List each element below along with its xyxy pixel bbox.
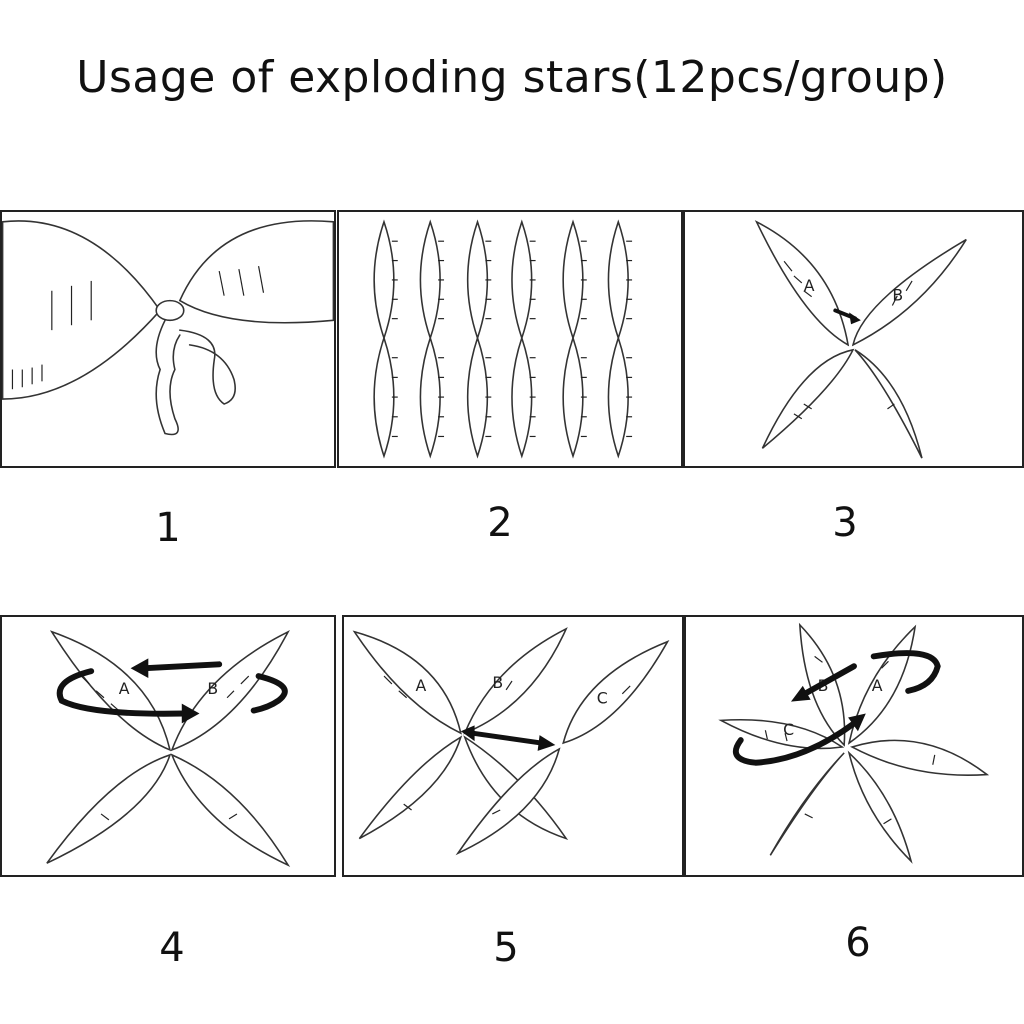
label-a: A bbox=[119, 679, 130, 698]
step-number-3: 3 bbox=[832, 500, 858, 546]
balloons-row-illustration bbox=[373, 219, 633, 459]
step-number-5: 5 bbox=[493, 925, 519, 971]
step-number-6: 6 bbox=[845, 920, 871, 966]
label-c: C bbox=[783, 720, 794, 739]
step-6-panel: B A C bbox=[684, 615, 1024, 877]
balloon bbox=[419, 335, 441, 459]
balloon bbox=[511, 219, 533, 341]
balloon bbox=[419, 219, 441, 341]
step-3-panel: A B bbox=[683, 210, 1024, 468]
balloon bbox=[562, 335, 584, 459]
step-4-panel: A B bbox=[0, 615, 336, 877]
label-b: B bbox=[892, 286, 903, 305]
step-number-1: 1 bbox=[155, 505, 181, 551]
final-star-illustration: B A C bbox=[718, 622, 990, 864]
balloon-tie-illustration bbox=[2, 220, 334, 436]
balloon bbox=[373, 335, 395, 459]
label-b: B bbox=[207, 679, 218, 698]
label-a: A bbox=[804, 276, 815, 295]
balloon bbox=[466, 219, 489, 341]
balloon bbox=[511, 335, 533, 459]
balloon bbox=[607, 219, 629, 341]
label-c: C bbox=[597, 689, 608, 708]
two-pairs-twist-illustration: A B bbox=[754, 220, 967, 459]
step-5-panel: A B C bbox=[342, 615, 684, 877]
step-2-panel bbox=[337, 210, 683, 468]
step-1-panel bbox=[0, 210, 336, 468]
balloon bbox=[607, 335, 629, 459]
step-number-4: 4 bbox=[159, 925, 185, 971]
balloon bbox=[562, 219, 584, 341]
balloon bbox=[373, 219, 395, 341]
add-third-pair-illustration: A B C bbox=[352, 627, 670, 856]
balloon bbox=[466, 335, 489, 459]
label-a: A bbox=[416, 676, 427, 695]
step-number-2: 2 bbox=[487, 500, 513, 546]
page-title: Usage of exploding stars(12pcs/group) bbox=[76, 52, 948, 103]
label-b: B bbox=[492, 673, 503, 692]
label-a: A bbox=[872, 676, 883, 695]
four-petal-twist-illustration: A B bbox=[46, 629, 291, 867]
